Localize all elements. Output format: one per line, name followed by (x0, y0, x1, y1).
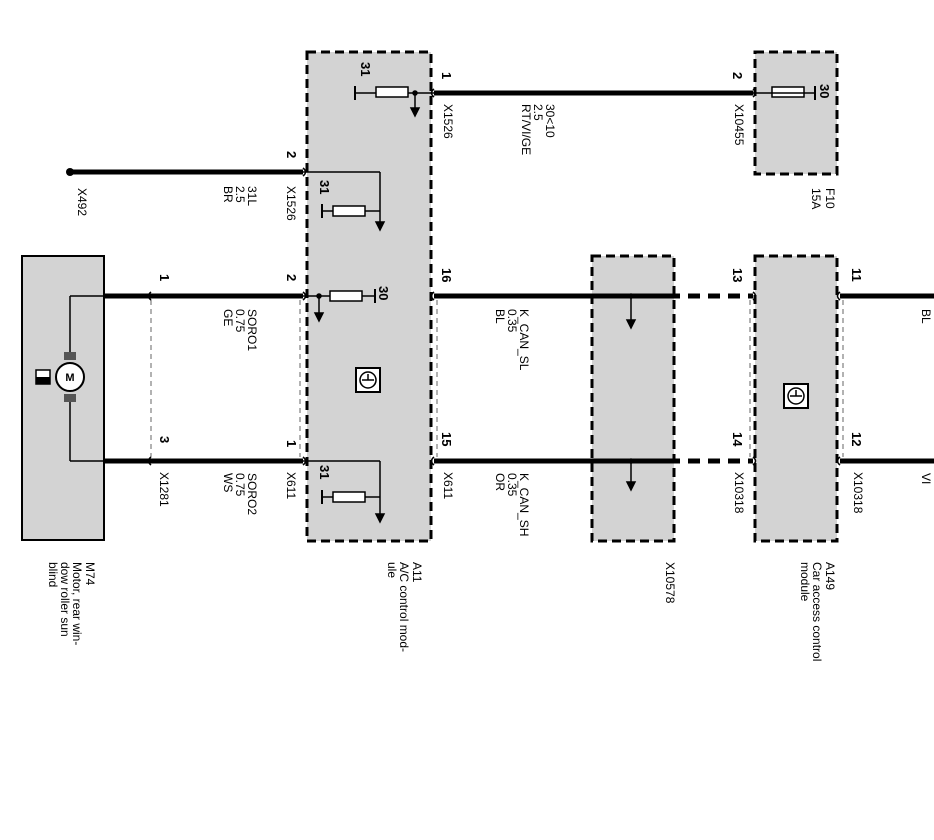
pin-x611-15: 15 (439, 432, 454, 447)
m74-motor-box (21, 255, 105, 541)
a149-name: Car access control module (798, 562, 824, 662)
pin-x10455-2: 2 (730, 72, 745, 80)
wire-label-soro1: SORO1 0.75 GE (221, 309, 259, 352)
pin-x10318-12: 12 (849, 432, 864, 447)
m74-id: M74 (83, 562, 97, 586)
pin-x826-2: 2 (284, 274, 299, 282)
connector-x10318-right: X10318 (851, 472, 865, 514)
f10-fuse-box (753, 50, 839, 176)
wire-label-kcan-sl: K_CAN_SL 0.35 BL (493, 309, 531, 371)
f10-fuse-symbol (753, 86, 816, 100)
connector-x10455: X10455 (732, 104, 746, 146)
f10-id: F10 (823, 188, 837, 209)
ground-x492-dot (66, 168, 74, 176)
a11-id: A11 (410, 562, 424, 583)
wire-label-right-bl: BL (919, 309, 933, 324)
x10578-internals (625, 293, 637, 492)
a11-name: A/C control mod- ule (385, 562, 411, 653)
x10578-box (590, 254, 676, 543)
connector-x1526-top: X1526 (441, 104, 455, 139)
x10578-id: X10578 (663, 562, 677, 604)
a11-internals (303, 86, 434, 524)
wire-label-soro2: SORO2 0.75 WS (221, 473, 259, 516)
pin-a11-30: 30 (376, 286, 391, 301)
pin-f10-30: 30 (817, 84, 832, 99)
pin-x1281-1: 1 (157, 274, 172, 282)
pin-a11-31-bot: 31 (317, 465, 332, 480)
pin-x10318-14: 14 (730, 432, 745, 447)
a149-transceiver-icon (783, 383, 809, 409)
wire-label-right-vi: VI (919, 473, 933, 485)
pin-x1526-2: 2 (284, 151, 299, 159)
a149-module-box (753, 254, 839, 543)
connector-x611-right: X611 (441, 472, 455, 500)
connector-x1281: X1281 (157, 472, 171, 507)
wire-label-31l: 31L 2.5 BR (221, 186, 259, 207)
pin-x611-16: 16 (439, 268, 454, 283)
pin-x1526-1: 1 (439, 72, 454, 80)
connector-x1526-mid: X1526 (284, 186, 298, 221)
f10-rating: 15A (809, 188, 823, 210)
pin-x10318-11: 11 (849, 268, 864, 282)
pin-x10318-13: 13 (730, 268, 745, 283)
wire-label-30: 30<10 2.5 RT/VI/GE (519, 104, 557, 156)
connector-x611-left: X611 (284, 472, 298, 500)
connector-x10318-left: X10318 (732, 472, 746, 514)
pin-a11-31-top: 31 (358, 62, 373, 77)
svg-text:M: M (65, 372, 74, 384)
wire-label-kcan-sh: K_CAN_SH 0.35 OR (493, 473, 531, 537)
pin-x611-1: 1 (284, 440, 299, 448)
ground-x492-label: X492 (75, 188, 89, 217)
m74-name: Motor, rear win- dow roller sun blind (46, 562, 84, 646)
pin-a11-31-mid: 31 (317, 180, 332, 195)
pin-x1281-3: 3 (157, 436, 172, 444)
a149-id: A149 (823, 562, 837, 591)
motor-symbol: M (35, 295, 104, 462)
